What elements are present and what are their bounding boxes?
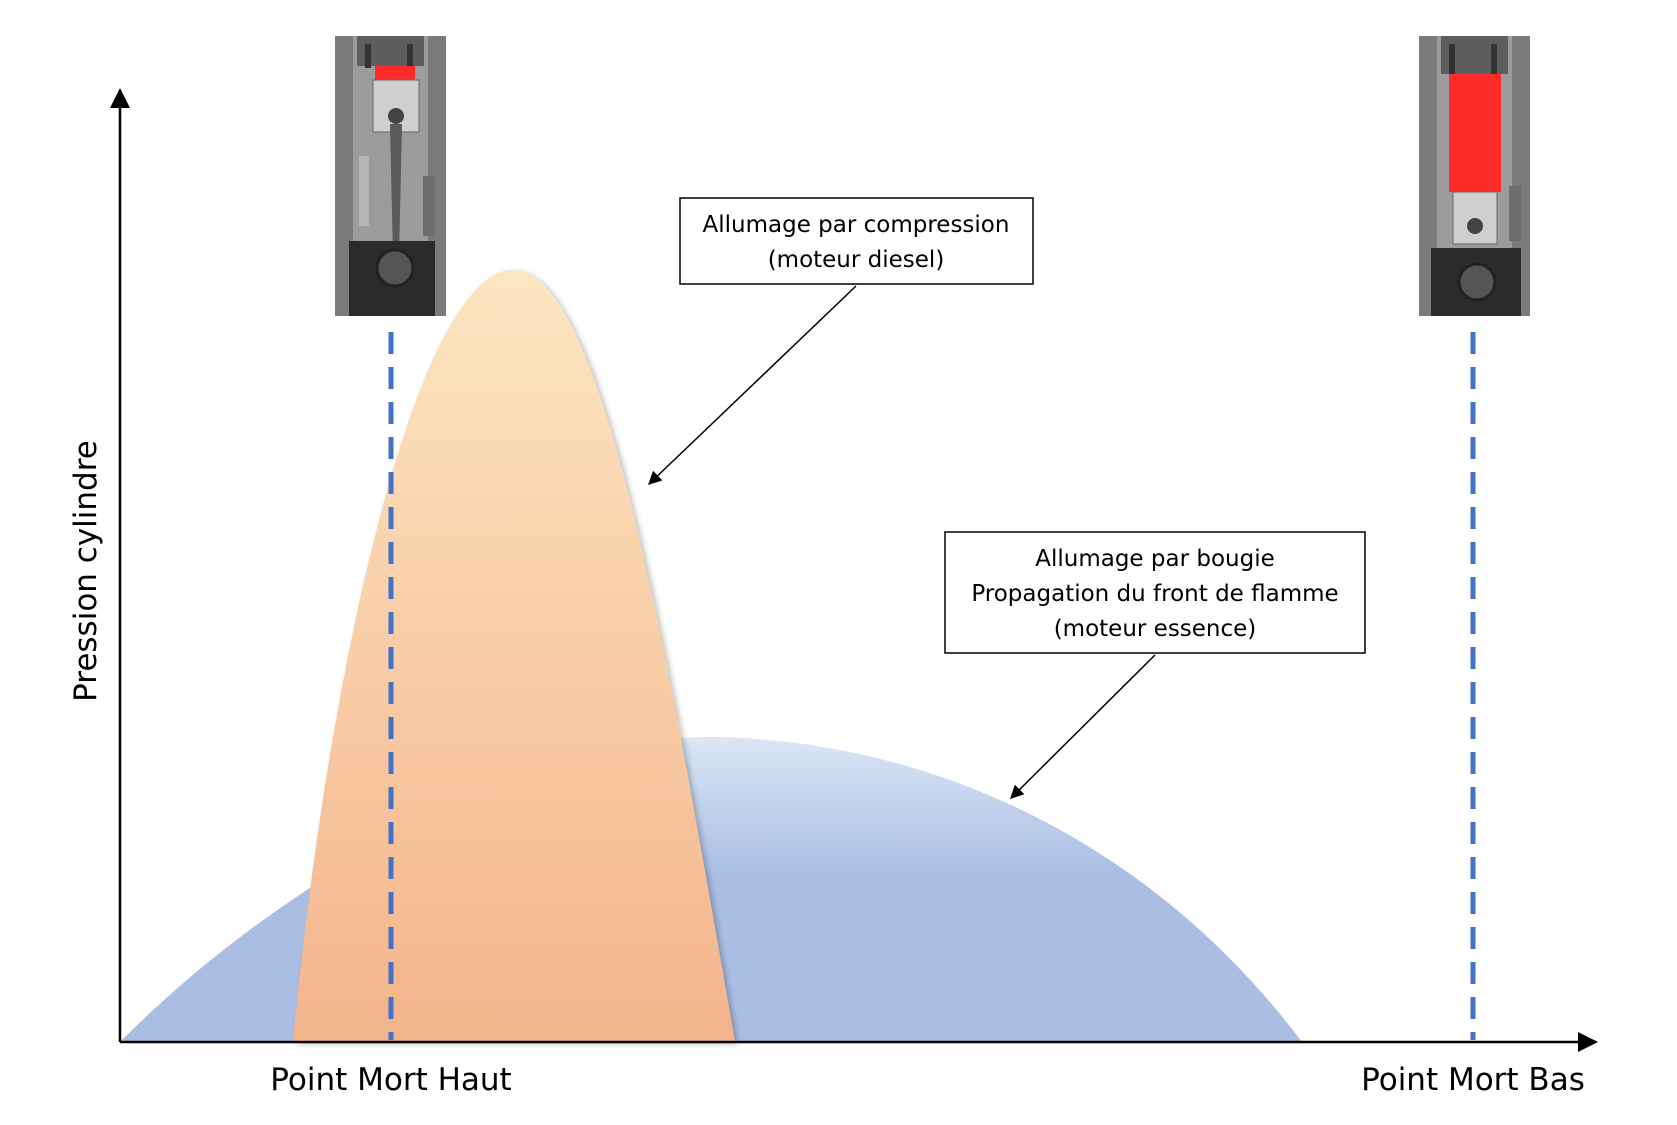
essence-callout-line-2: Propagation du front de flamme [971,581,1338,607]
engine-bdc-illustration [1419,36,1530,316]
bottom-dead-center-label: Point Mort Bas [1361,1062,1585,1098]
diesel-callout-arrow [648,285,857,485]
essence-callout-line-1: Allumage par bougie [1035,546,1275,572]
diesel-callout-line-1: Allumage par compression [703,212,1010,238]
piston-highlight-tdc [375,66,415,80]
diesel-pressure-curve [293,269,735,1042]
piston-highlight-bdc [1449,74,1501,192]
y-axis-label: Pression cylindre [68,440,104,702]
essence-callout-arrow [1010,654,1156,799]
essence-callout: Allumage par bougie Propagation du front… [944,531,1366,654]
top-dead-center-label: Point Mort Haut [270,1062,511,1098]
essence-callout-line-3: (moteur essence) [1054,616,1257,642]
diesel-callout: Allumage par compression (moteur diesel) [679,197,1034,285]
diesel-callout-line-2: (moteur diesel) [768,247,945,273]
engine-tdc-illustration [335,36,446,316]
